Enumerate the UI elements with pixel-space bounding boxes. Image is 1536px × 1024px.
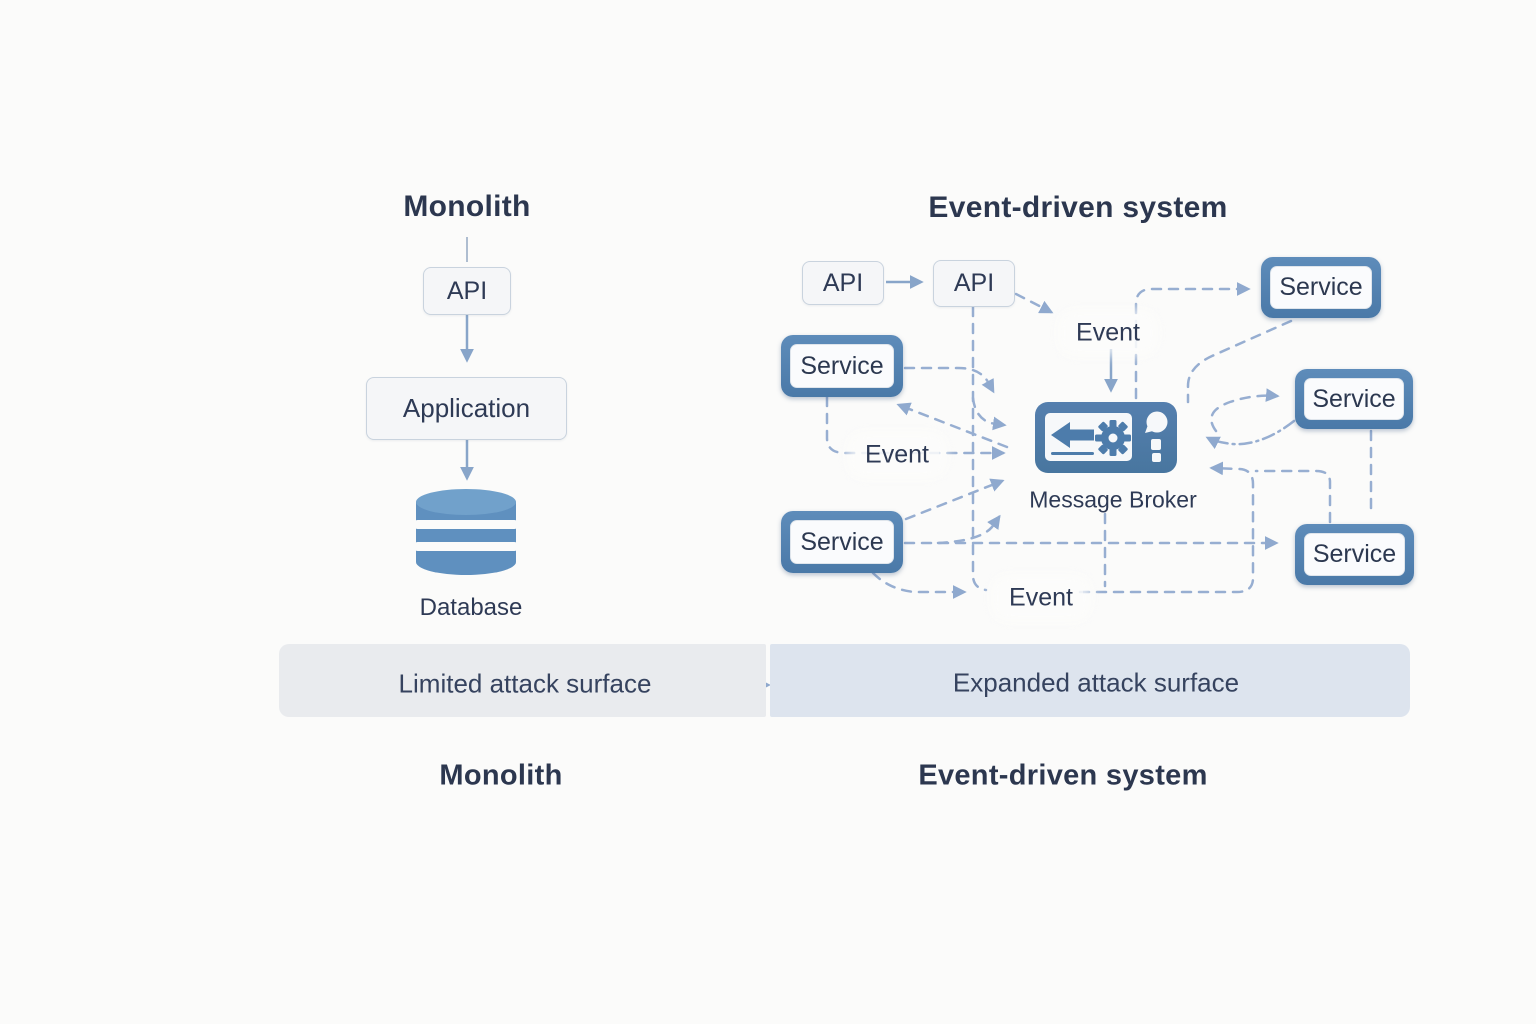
expanded-attack-surface-label: Expanded attack surface bbox=[952, 667, 1240, 698]
edge-loop-service-mr bbox=[1210, 388, 1280, 433]
edge-branch-broker-upper bbox=[971, 396, 1007, 431]
message-broker-icon bbox=[1035, 402, 1177, 473]
service-box-top-left: Service bbox=[781, 335, 903, 397]
edge-event-bottom-broker bbox=[1078, 461, 1255, 594]
api-label: API bbox=[446, 276, 488, 305]
edge-service-tl-broker-a bbox=[903, 366, 995, 394]
edge-broker-service-tr bbox=[1134, 282, 1251, 400]
limited-attack-surface-label: Limited attack surface bbox=[398, 668, 652, 699]
broker-gear-icon bbox=[1095, 420, 1131, 456]
edge-broker-service-tl bbox=[896, 402, 1009, 449]
service-label: Service bbox=[1270, 266, 1372, 309]
event-dashdot-connectors bbox=[1205, 419, 1296, 450]
api-label: API bbox=[822, 268, 864, 297]
event-label-top: Event bbox=[1066, 317, 1150, 349]
api-label: API bbox=[953, 269, 995, 297]
service-label: Service bbox=[790, 520, 894, 564]
service-box-bottom-right: Service bbox=[1295, 524, 1414, 585]
message-broker-label: Message Broker bbox=[1029, 486, 1197, 513]
service-box-mid-right: Service bbox=[1295, 369, 1413, 429]
edge-service-bl-broker-b bbox=[936, 514, 1001, 545]
event-driven-bottom-title: Event-driven system bbox=[918, 759, 1208, 792]
event-driven-title: Event-driven system bbox=[928, 191, 1228, 224]
edge-service-tr-down bbox=[1186, 319, 1293, 404]
event-solid-connectors bbox=[886, 275, 1118, 393]
monolith-title: Monolith bbox=[403, 190, 531, 223]
event-label-left: Event bbox=[855, 439, 939, 471]
service-label: Service bbox=[1304, 378, 1404, 420]
database-label: Database bbox=[419, 594, 523, 621]
monolith-bottom-title: Monolith bbox=[439, 759, 563, 792]
event-dashed-connectors bbox=[825, 282, 1373, 599]
service-box-bottom-left: Service bbox=[781, 511, 903, 573]
broker-indicator-icon bbox=[1151, 439, 1161, 462]
edge-service-mr-broker bbox=[1205, 419, 1296, 450]
database-icon bbox=[413, 489, 519, 575]
service-label: Service bbox=[790, 344, 894, 388]
broker-arrow-left-icon bbox=[1051, 422, 1094, 455]
edge-service-bl-broker-a bbox=[904, 478, 1005, 521]
application-label: Application bbox=[402, 393, 531, 423]
broker-blob-icon bbox=[1145, 411, 1168, 433]
edge-api-event-top bbox=[1014, 292, 1054, 314]
api-box-monolith: API bbox=[423, 267, 511, 315]
api-box-gateway: API bbox=[802, 261, 884, 305]
edge-service-br-join bbox=[1254, 469, 1332, 524]
limited-attack-surface-banner bbox=[279, 644, 766, 717]
edge-api-down-long bbox=[971, 305, 988, 592]
api-box-internal: API bbox=[933, 260, 1015, 307]
service-label: Service bbox=[1304, 533, 1405, 576]
application-box: Application bbox=[366, 377, 567, 440]
edge-event-left-broker bbox=[825, 395, 1006, 460]
event-label-bottom: Event bbox=[999, 582, 1083, 614]
edge-service-bl-event-bottom bbox=[871, 571, 967, 599]
service-box-top-right: Service bbox=[1261, 257, 1381, 318]
